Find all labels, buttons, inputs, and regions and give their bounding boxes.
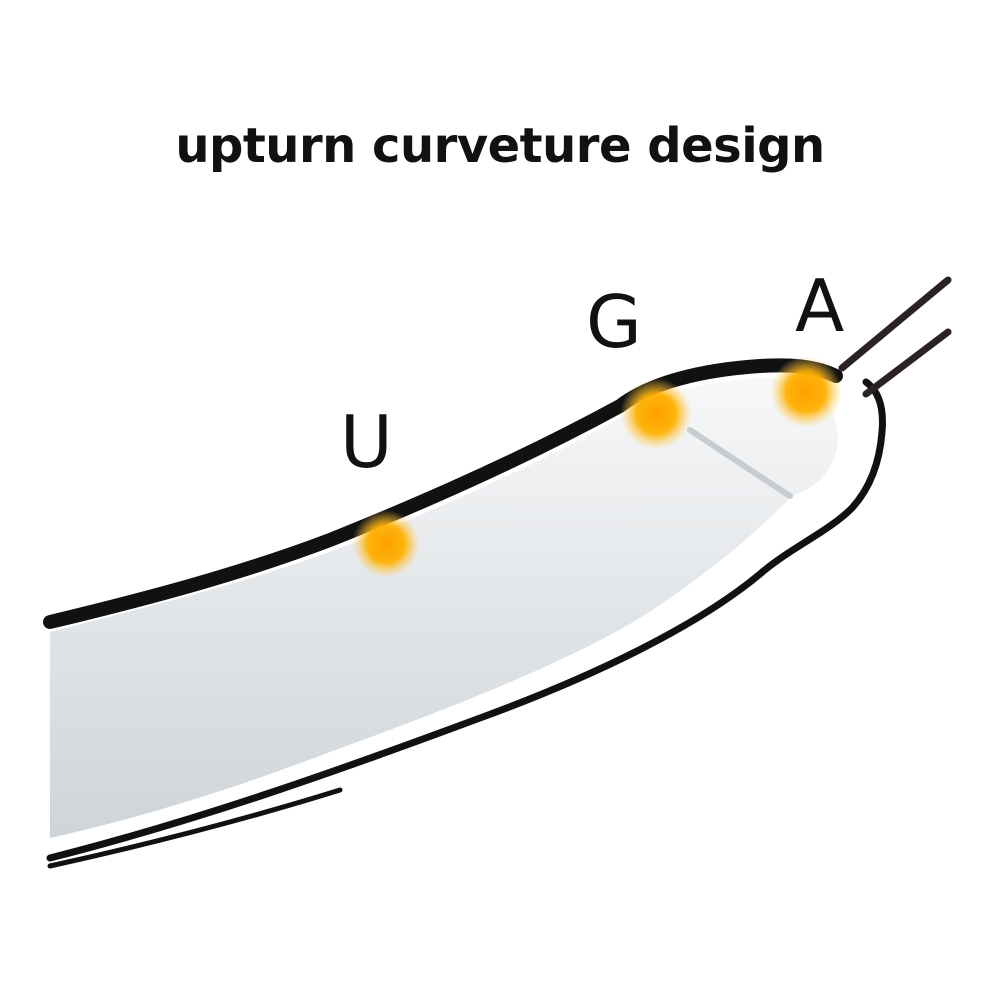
zone-u-label: U	[340, 400, 393, 484]
zone-a-glow-dot	[770, 356, 842, 428]
headline: upturn curveture design	[175, 118, 825, 174]
zone-g-glow-dot	[620, 378, 692, 450]
upper-outline-stroke	[43, 358, 843, 629]
zone-g-label: G	[586, 280, 642, 364]
base-outline-stroke	[47, 787, 343, 869]
zone-u-glow-dot	[352, 510, 420, 578]
head-ridge-line	[687, 427, 793, 499]
cord-line-lower	[862, 328, 952, 398]
zone-a-label: A	[795, 264, 845, 348]
cord-line-upper	[838, 276, 952, 372]
outer-contour-stroke	[46, 378, 886, 862]
toy-body-shape	[50, 378, 838, 838]
